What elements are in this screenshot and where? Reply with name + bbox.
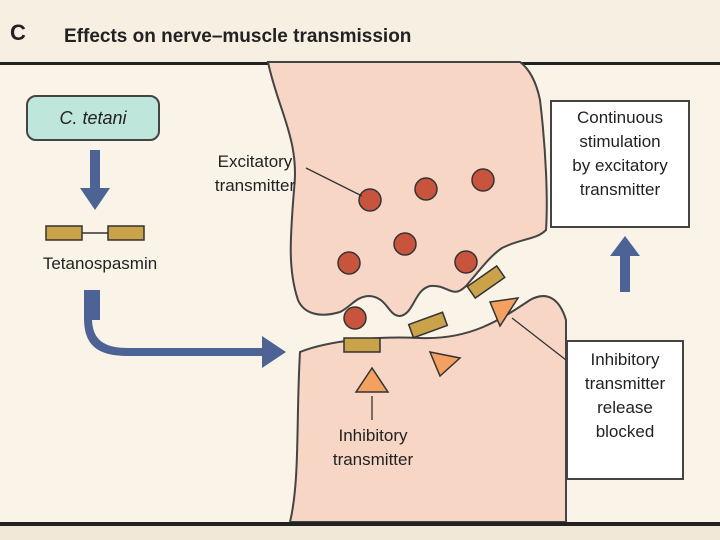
excitatory-line-1: Excitatory [217, 152, 293, 171]
vesicle [471, 168, 495, 192]
curved-arrow [84, 290, 286, 368]
presynaptic-terminal [266, 61, 548, 318]
vesicle [343, 306, 367, 330]
toxin-block [343, 337, 381, 353]
vesicle [337, 251, 361, 275]
bottom-strip [0, 526, 720, 540]
vesicle [414, 177, 438, 201]
outcome-line: by excitatory [572, 156, 668, 175]
blocked-line: transmitter [584, 374, 666, 393]
down-arrow [80, 150, 110, 210]
toxin-block [45, 225, 83, 241]
excitatory-transmitter-label: Excitatory transmitter [200, 150, 310, 198]
c-tetani-box: C. tetani [26, 95, 160, 141]
tetanospasmin-label: Tetanospasmin [42, 254, 158, 273]
blocked-line: release [597, 398, 653, 417]
curved-arrow-stem [84, 290, 100, 320]
blocked-pointer [511, 317, 567, 361]
outcome-line: transmitter [579, 180, 661, 199]
inhibitory-line-2: transmitter [332, 450, 414, 469]
blocked-line: blocked [595, 422, 655, 441]
inhibitory-transmitter-label: Inhibitory transmitter [318, 424, 428, 472]
toxin-block [107, 225, 145, 241]
toxin-block [466, 264, 506, 300]
outcome-line: stimulation [579, 132, 661, 151]
panel-letter: C [10, 20, 26, 45]
inhibitory-line-1: Inhibitory [338, 426, 408, 445]
up-arrow [610, 236, 640, 292]
vesicle [454, 250, 478, 274]
blocked-line: Inhibitory [590, 350, 660, 369]
panel-title: Effects on nerve–muscle transmission [64, 26, 412, 47]
continuous-stimulation-box: Continuous stimulation by excitatory tra… [550, 100, 690, 228]
bottom-rule [0, 522, 720, 526]
vesicle [358, 188, 382, 212]
header-bar [0, 0, 720, 62]
vesicle [393, 232, 417, 256]
excitatory-pointer [305, 167, 363, 197]
excitatory-line-2: transmitter [214, 176, 296, 195]
toxin-block [407, 311, 449, 339]
inhibitory-triangle [354, 366, 390, 393]
inhibitory-release-blocked-box: Inhibitory transmitter release blocked [566, 340, 684, 480]
outcome-line: Continuous [576, 108, 663, 127]
inhibitory-triangle [488, 297, 520, 328]
inhibitory-triangle [428, 350, 462, 378]
